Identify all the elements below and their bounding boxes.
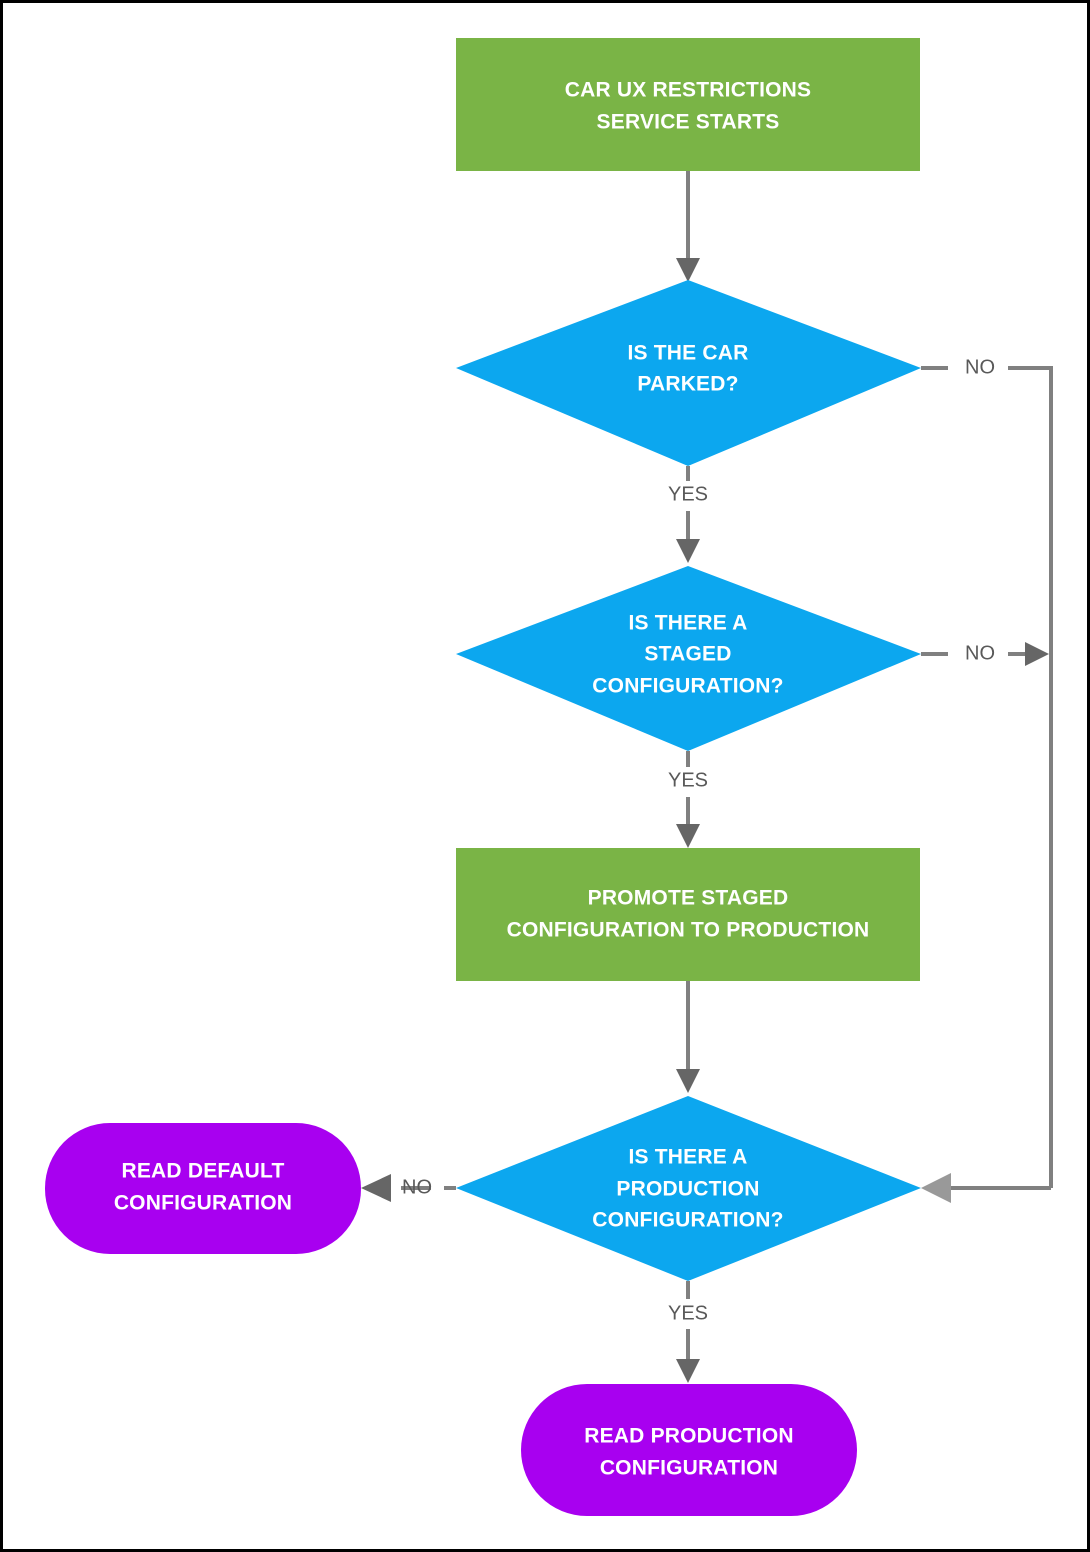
start-box-label-line2: SERVICE STARTS	[597, 111, 780, 134]
staged-config-diamond-shape	[456, 566, 921, 751]
edge-promote-to-production-config	[676, 980, 700, 1093]
edge-production-config-yes: YES	[668, 1281, 708, 1383]
node-car-parked[interactable]: IS THE CAR PARKED?	[456, 280, 921, 466]
staged-config-label-line1: IS THERE A	[628, 612, 747, 635]
edge-rail-to-production-config	[921, 1173, 1051, 1203]
edge-label-yes-3: YES	[668, 1302, 708, 1324]
car-parked-diamond-shape	[456, 280, 921, 466]
edge-label-no-3: NO	[402, 1176, 432, 1198]
edge-label-yes-2: YES	[668, 769, 708, 791]
production-config-diamond-shape	[456, 1096, 921, 1281]
staged-config-label-line2: STAGED	[644, 643, 731, 666]
promote-staged-label-line1: PROMOTE STAGED	[588, 887, 789, 910]
node-read-production[interactable]: READ PRODUCTION CONFIGURATION	[521, 1384, 857, 1516]
promote-staged-label-line2: CONFIGURATION TO PRODUCTION	[507, 919, 870, 942]
read-production-label-line2: CONFIGURATION	[600, 1457, 778, 1480]
node-staged-config[interactable]: IS THERE A STAGED CONFIGURATION?	[456, 566, 921, 751]
car-parked-label-line2: PARKED?	[637, 373, 738, 396]
production-config-label-line1: IS THERE A	[628, 1146, 747, 1169]
edge-production-config-no: NO	[361, 1174, 456, 1202]
edge-staged-config-yes: YES	[668, 751, 708, 848]
edge-staged-config-no: NO	[921, 642, 1049, 666]
start-box-shape	[456, 38, 920, 171]
read-production-label-line1: READ PRODUCTION	[584, 1425, 794, 1448]
flowchart-canvas: YES NO YES NO	[45, 38, 1053, 1516]
node-promote-staged[interactable]: PROMOTE STAGED CONFIGURATION TO PRODUCTI…	[456, 848, 920, 981]
read-default-label-line1: READ DEFAULT	[121, 1160, 284, 1183]
node-production-config[interactable]: IS THERE A PRODUCTION CONFIGURATION?	[456, 1096, 921, 1281]
start-box-label-line1: CAR UX RESTRICTIONS	[565, 79, 811, 102]
edge-label-no-2: NO	[965, 642, 995, 664]
edge-car-parked-no: NO	[921, 356, 1053, 1188]
node-read-default[interactable]: READ DEFAULT CONFIGURATION	[45, 1123, 361, 1254]
staged-config-label-line3: CONFIGURATION?	[592, 675, 783, 698]
production-config-label-line2: PRODUCTION	[616, 1178, 759, 1201]
production-config-label-line3: CONFIGURATION?	[592, 1209, 783, 1232]
edge-start-to-car-parked	[676, 171, 700, 282]
edge-label-no-1: NO	[965, 356, 995, 378]
car-parked-label-line1: IS THE CAR	[627, 342, 748, 365]
edge-car-parked-yes: YES	[668, 466, 708, 563]
node-start[interactable]: CAR UX RESTRICTIONS SERVICE STARTS	[456, 38, 920, 171]
promote-staged-box-shape	[456, 848, 920, 981]
read-default-stadium-shape	[45, 1123, 361, 1254]
read-production-stadium-shape	[521, 1384, 857, 1516]
read-default-label-line2: CONFIGURATION	[114, 1192, 292, 1215]
edge-label-yes-1: YES	[668, 483, 708, 505]
